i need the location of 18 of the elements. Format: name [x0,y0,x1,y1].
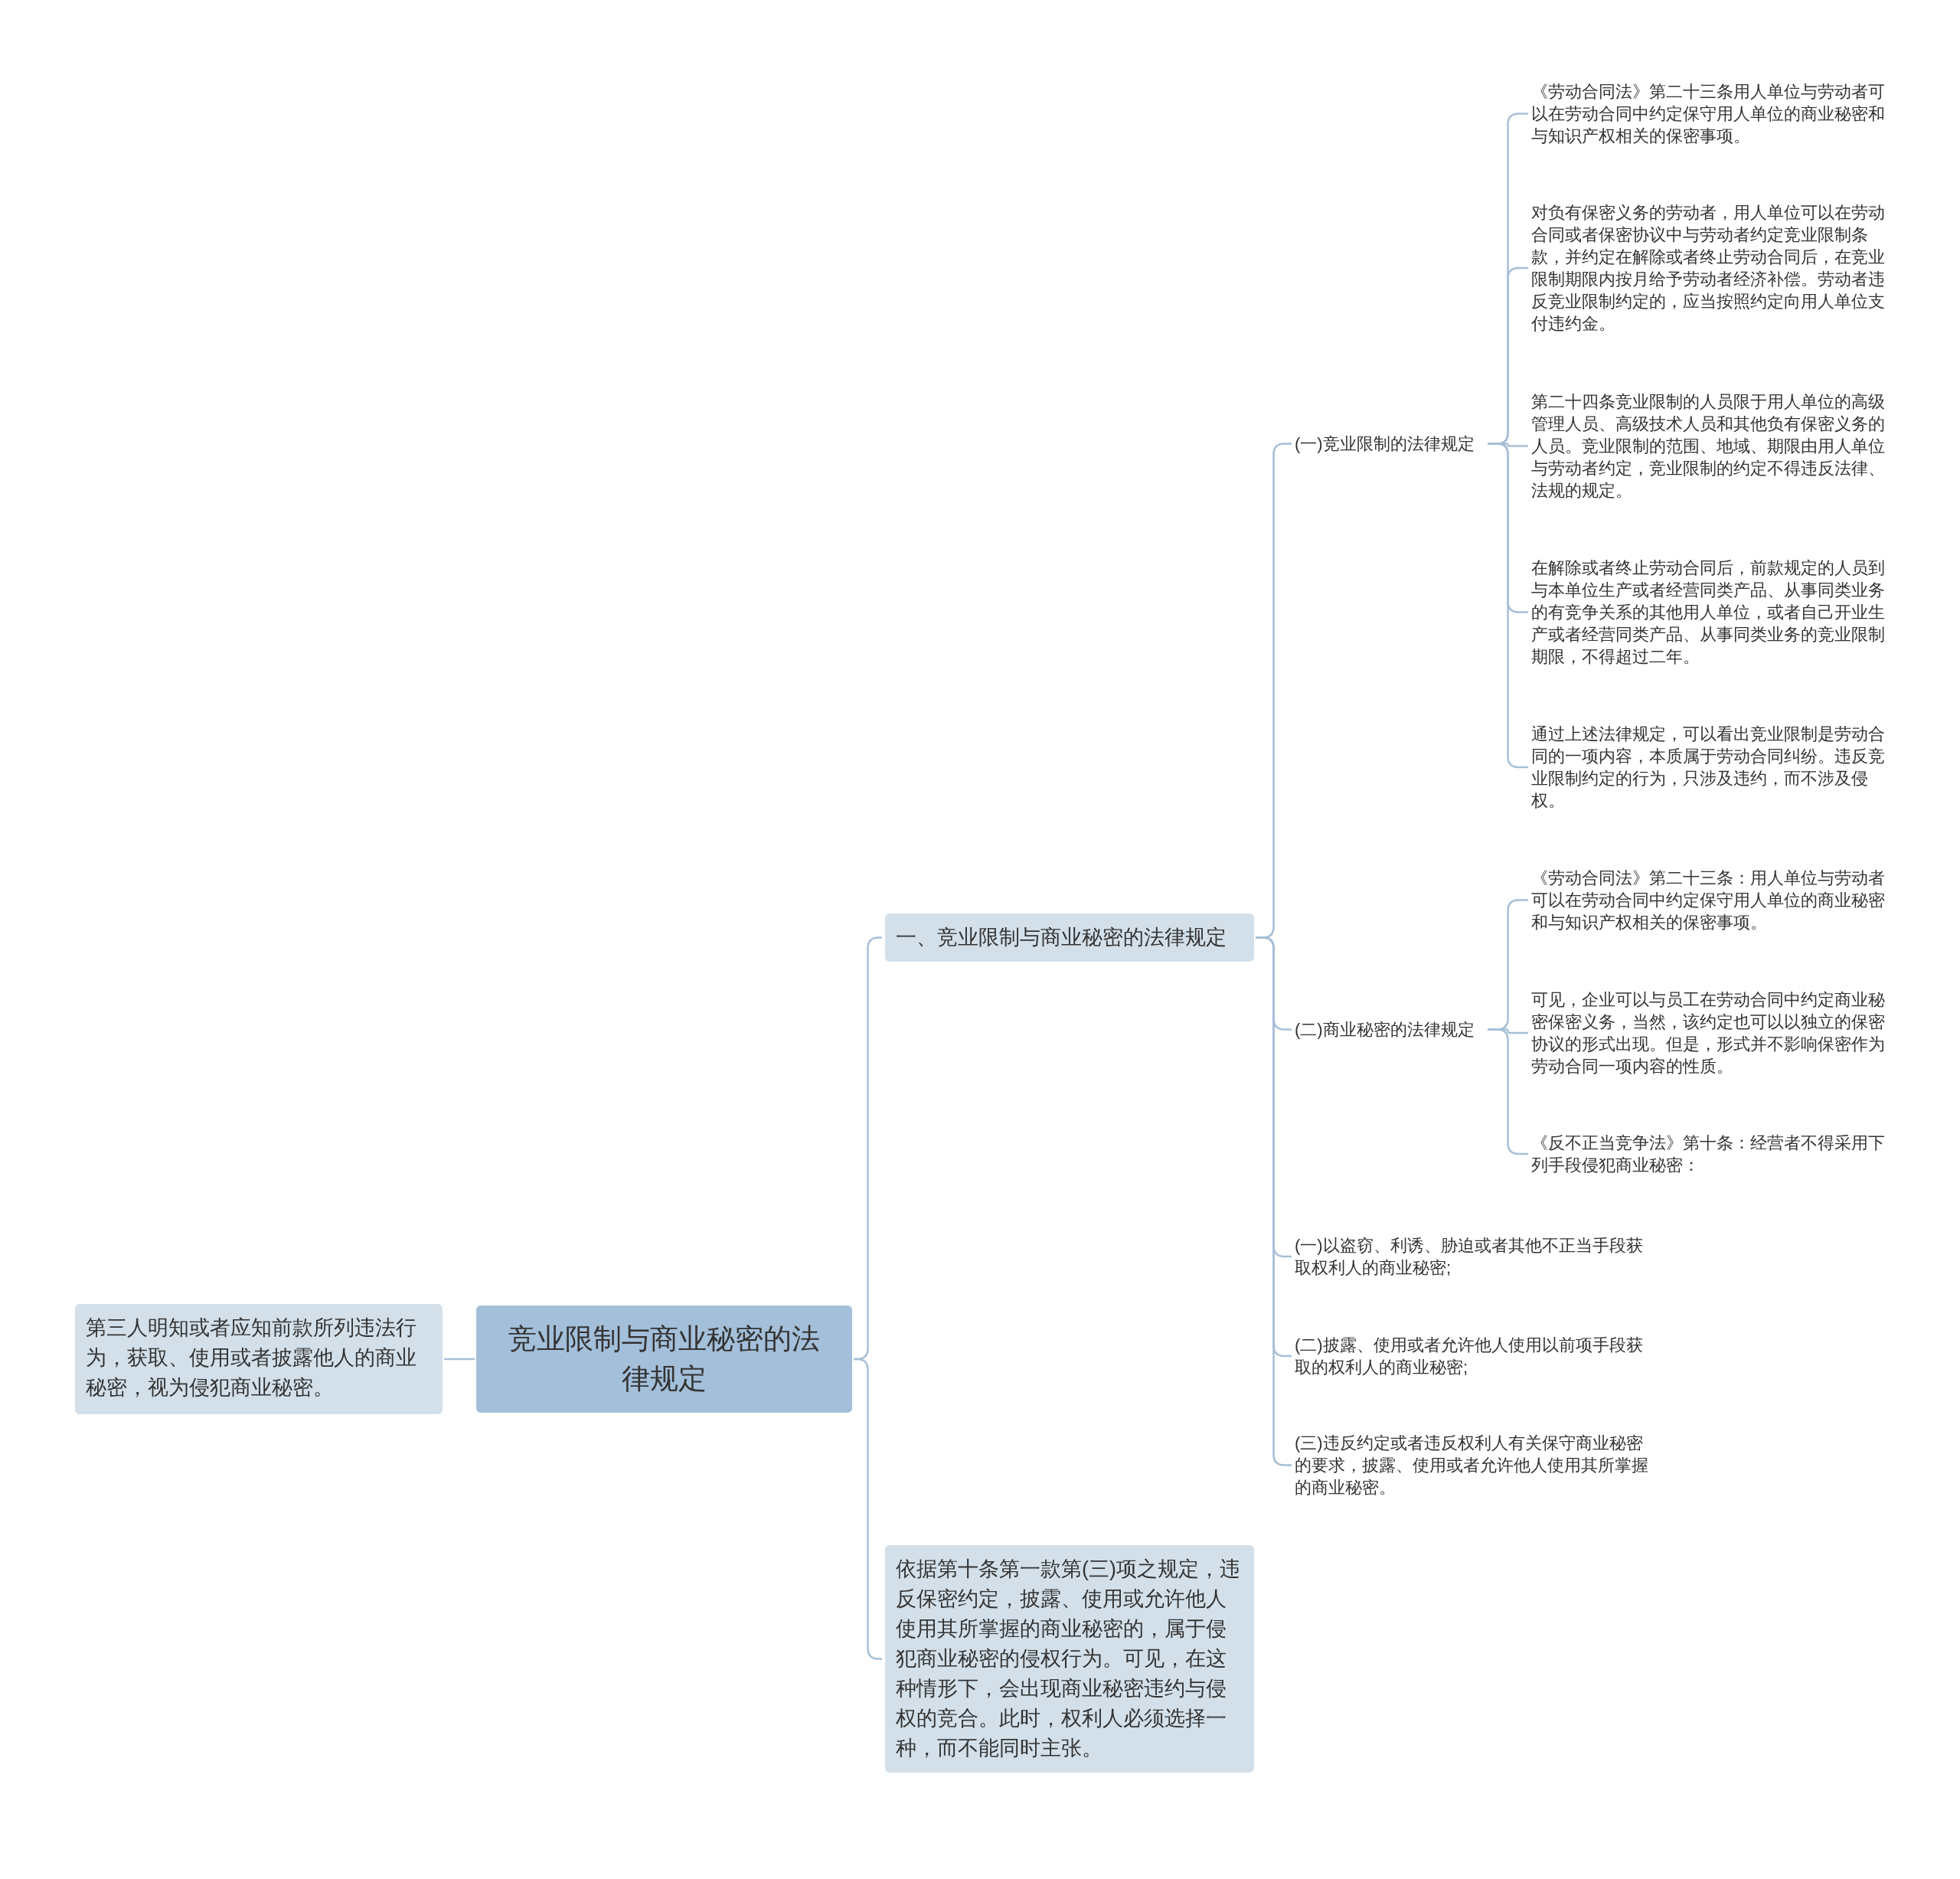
note-text: (一)以盗窃、利诱、胁迫或者其他不正当手段获取权利人的商业秘密; [1295,1234,1648,1279]
note-text: 通过上述法律规定，可以看出竞业限制是劳动合同的一项内容，本质属于劳动合同纠纷。违反竞业限制约定的行为，只涉及违约，而不涉及侵权。 [1531,723,1885,812]
central-topic-box: 竞业限制与商业秘密的法律规定 [476,1305,852,1413]
note-text: (一)竞业限制的法律规定 [1295,433,1486,455]
note-text: 在解除或者终止劳动合同后，前款规定的人员到与本单位生产或者经营同类产品、从事同类业务的有竞争关系的其他用人单位，或者自己开业生产或者经营同类产品、从事同类业务的竞业限制期限，不得超过二年。 [1531,557,1885,668]
topic-box: 一、竞业限制与商业秘密的法律规定 [885,913,1254,962]
note-text: 对负有保密义务的劳动者，用人单位可以在劳动合同或者保密协议中与劳动者约定竞业限制条款，并约定在解除或者终止劳动合同后，在竞业限制期限内按月给予劳动者经济补偿。劳动者违反竞业限制约定的，应当按照约定向用人单位支付违约金。 [1531,201,1885,335]
note-text: 可见，企业可以与员工在劳动合同中约定商业秘密保密义务，当然，该约定也可以以独立的保密协议的形式出现。但是，形式并不影响保密作为劳动合同一项内容的性质。 [1531,989,1885,1077]
note-text: 《劳动合同法》第二十三条：用人单位与劳动者可以在劳动合同中约定保守用人单位的商业秘密和与知识产权相关的保密事项。 [1531,867,1885,933]
note-text: (二)披露、使用或者允许他人使用以前项手段获取的权利人的商业秘密; [1295,1334,1648,1378]
note-text: (三)违反约定或者违反权利人有关保守商业秘密的要求，披露、使用或者允许他人使用其所掌握的商业秘密。 [1295,1432,1648,1498]
note-text: 第二十四条竞业限制的人员限于用人单位的高级管理人员、高级技术人员和其他负有保密义务的人员。竞业限制的范围、地域、期限由用人单位与劳动者约定，竞业限制的约定不得违反法律、法规的规定。 [1531,391,1885,502]
note-text: 《劳动合同法》第二十三条用人单位与劳动者可以在劳动合同中约定保守用人单位的商业秘密和与知识产权相关的保密事项。 [1531,80,1885,147]
topic-box: 依据第十条第一款第(三)项之规定，违反保密约定，披露、使用或允许他人使用其所掌握的商业秘密的，属于侵犯商业秘密的侵权行为。可见，在这种情形下，会出现商业秘密违约与侵权的竞合。此时，权利人必须选择一种，而不能同时主张。 [885,1545,1254,1773]
note-text: (二)商业秘密的法律规定 [1295,1018,1486,1041]
topic-box: 第三人明知或者应知前款所列违法行为，获取、使用或者披露他人的商业秘密，视为侵犯商业秘密。 [75,1304,443,1414]
note-text: 《反不正当竞争法》第十条：经营者不得采用下列手段侵犯商业秘密： [1531,1132,1885,1176]
connector-line [444,1358,475,1361]
